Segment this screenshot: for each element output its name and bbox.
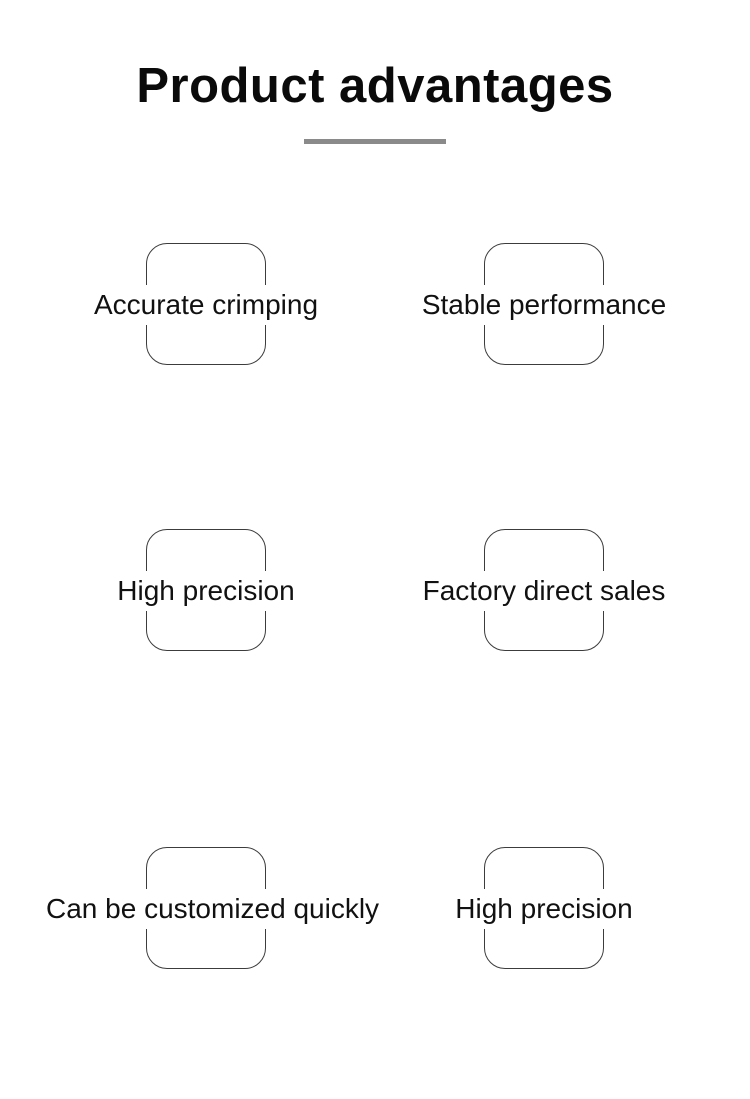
advantage-card: Factory direct sales [384,529,704,653]
title-divider [304,139,446,144]
advantage-card: High precision [384,847,704,971]
advantage-label: High precision [46,571,366,611]
advantage-card: Can be customized quickly [46,847,379,971]
advantage-label: Factory direct sales [384,571,704,611]
advantage-label: High precision [384,889,704,929]
page-title: Product advantages [136,59,614,113]
advantage-label: Accurate crimping [46,285,366,325]
advantage-card: Stable performance [384,243,704,367]
advantage-card: High precision [46,529,366,653]
advantage-label: Can be customized quickly [46,889,379,929]
advantage-card: Accurate crimping [46,243,366,367]
advantage-label: Stable performance [384,285,704,325]
